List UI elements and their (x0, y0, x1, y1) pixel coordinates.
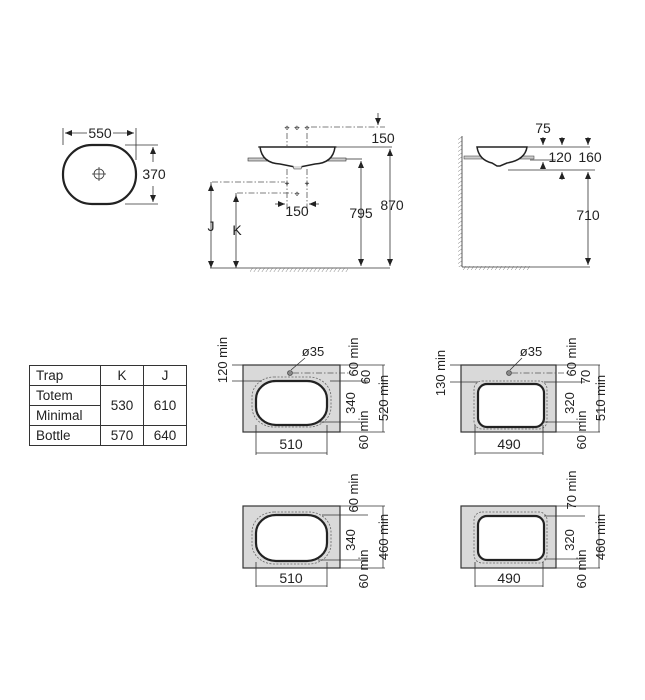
svg-text:510 min: 510 min (593, 375, 608, 421)
svg-text:490: 490 (497, 436, 521, 452)
width-dimension: 550 (88, 125, 112, 141)
tap-hole-dimension: ø35 (302, 344, 324, 359)
basin-depth-dimension: 120 (548, 149, 572, 165)
k-label: K (232, 222, 242, 238)
total-height-dimension: 160 (578, 149, 602, 165)
svg-text:510: 510 (279, 436, 303, 452)
svg-text:490: 490 (497, 570, 521, 586)
counter-height-dimension: 795 (349, 205, 373, 221)
k-value: 530 (100, 385, 144, 426)
svg-text:460 min: 460 min (593, 514, 608, 560)
tap-hole-icon (287, 370, 293, 376)
overhang-dimension: 75 (535, 120, 551, 136)
svg-text:70 min: 70 min (564, 470, 579, 509)
depth-dimension: 370 (142, 166, 166, 182)
svg-text:60 min: 60 min (574, 410, 589, 449)
cutout-rect-with-tap: ø35 130 min 60 min 70 320 60 min 510 min… (433, 337, 608, 455)
header-k: K (100, 365, 144, 386)
svg-text:70: 70 (578, 370, 593, 384)
j-value: 640 (143, 425, 187, 446)
table-header-row: Trap K J (29, 365, 187, 386)
svg-text:⌖: ⌖ (284, 123, 289, 133)
svg-text:460 min: 460 min (376, 514, 391, 560)
svg-text:320: 320 (562, 392, 577, 414)
floor-to-counter-dimension: 710 (576, 207, 600, 223)
tap-position-icons: ⌖ ⌖ ⌖ (284, 123, 309, 134)
front-view: ⌖ ⌖ ⌖ 150 ⌖ ⌖ ⌖ 150 J K 79 (208, 113, 404, 272)
tap-hole-icon (506, 370, 512, 376)
tap-offset-min: 130 min (433, 350, 448, 396)
svg-text:520 min: 520 min (376, 375, 391, 421)
svg-text:60 min: 60 min (574, 549, 589, 588)
svg-text:340: 340 (343, 529, 358, 551)
trap-table: Trap K J Totem 530 610 Minimal Bottle 57… (29, 365, 187, 446)
svg-text:60: 60 (358, 370, 373, 384)
basin-profile (476, 146, 528, 167)
tap-offset-min: 120 min (215, 337, 230, 383)
svg-text:60 min: 60 min (564, 337, 579, 376)
header-j: J (143, 365, 187, 386)
wall-hatch (458, 136, 462, 267)
svg-text:60 min: 60 min (346, 337, 361, 376)
svg-text:320: 320 (562, 529, 577, 551)
side-view: 75 120 160 710 (458, 120, 602, 270)
j-label: J (208, 218, 215, 234)
cutout-rect-no-tap: 70 min 320 60 min 460 min 490 (460, 470, 608, 589)
svg-text:60 min: 60 min (356, 410, 371, 449)
basin-outline (61, 143, 138, 206)
top-view: 550 370 (61, 125, 166, 206)
svg-text:510: 510 (279, 570, 303, 586)
header-trap: Trap (29, 365, 101, 386)
basin-profile (259, 146, 336, 168)
svg-text:⌖: ⌖ (305, 179, 310, 188)
svg-text:⌖: ⌖ (294, 123, 300, 134)
tap-offset-dimension: 150 (371, 130, 395, 146)
cutout-oval-no-tap: 60 min 340 60 min 460 min 510 (242, 473, 391, 589)
cutout-oval-with-tap: ø35 120 min 60 min 60 340 60 min 520 min… (215, 337, 391, 455)
svg-text:340: 340 (343, 392, 358, 414)
drain-icon (92, 167, 106, 181)
table-row: Bottle 570 640 (29, 425, 187, 446)
svg-text:60 min: 60 min (346, 473, 361, 512)
k-value: 570 (100, 425, 144, 446)
svg-text:⌖: ⌖ (304, 123, 309, 133)
trap-name: Bottle (29, 425, 101, 446)
svg-text:⌖: ⌖ (285, 179, 290, 188)
trap-name: Minimal (29, 405, 101, 426)
tap-hole-dimension: ø35 (520, 344, 542, 359)
j-value: 610 (143, 385, 187, 426)
table-row: Totem 530 610 (29, 385, 187, 426)
trap-name: Totem (29, 385, 101, 406)
svg-text:⌖: ⌖ (294, 189, 299, 199)
trap-spacing-dimension: 150 (285, 203, 309, 219)
floor-hatch (250, 268, 348, 272)
rim-height-dimension: 870 (380, 197, 404, 213)
svg-text:60 min: 60 min (356, 549, 371, 588)
